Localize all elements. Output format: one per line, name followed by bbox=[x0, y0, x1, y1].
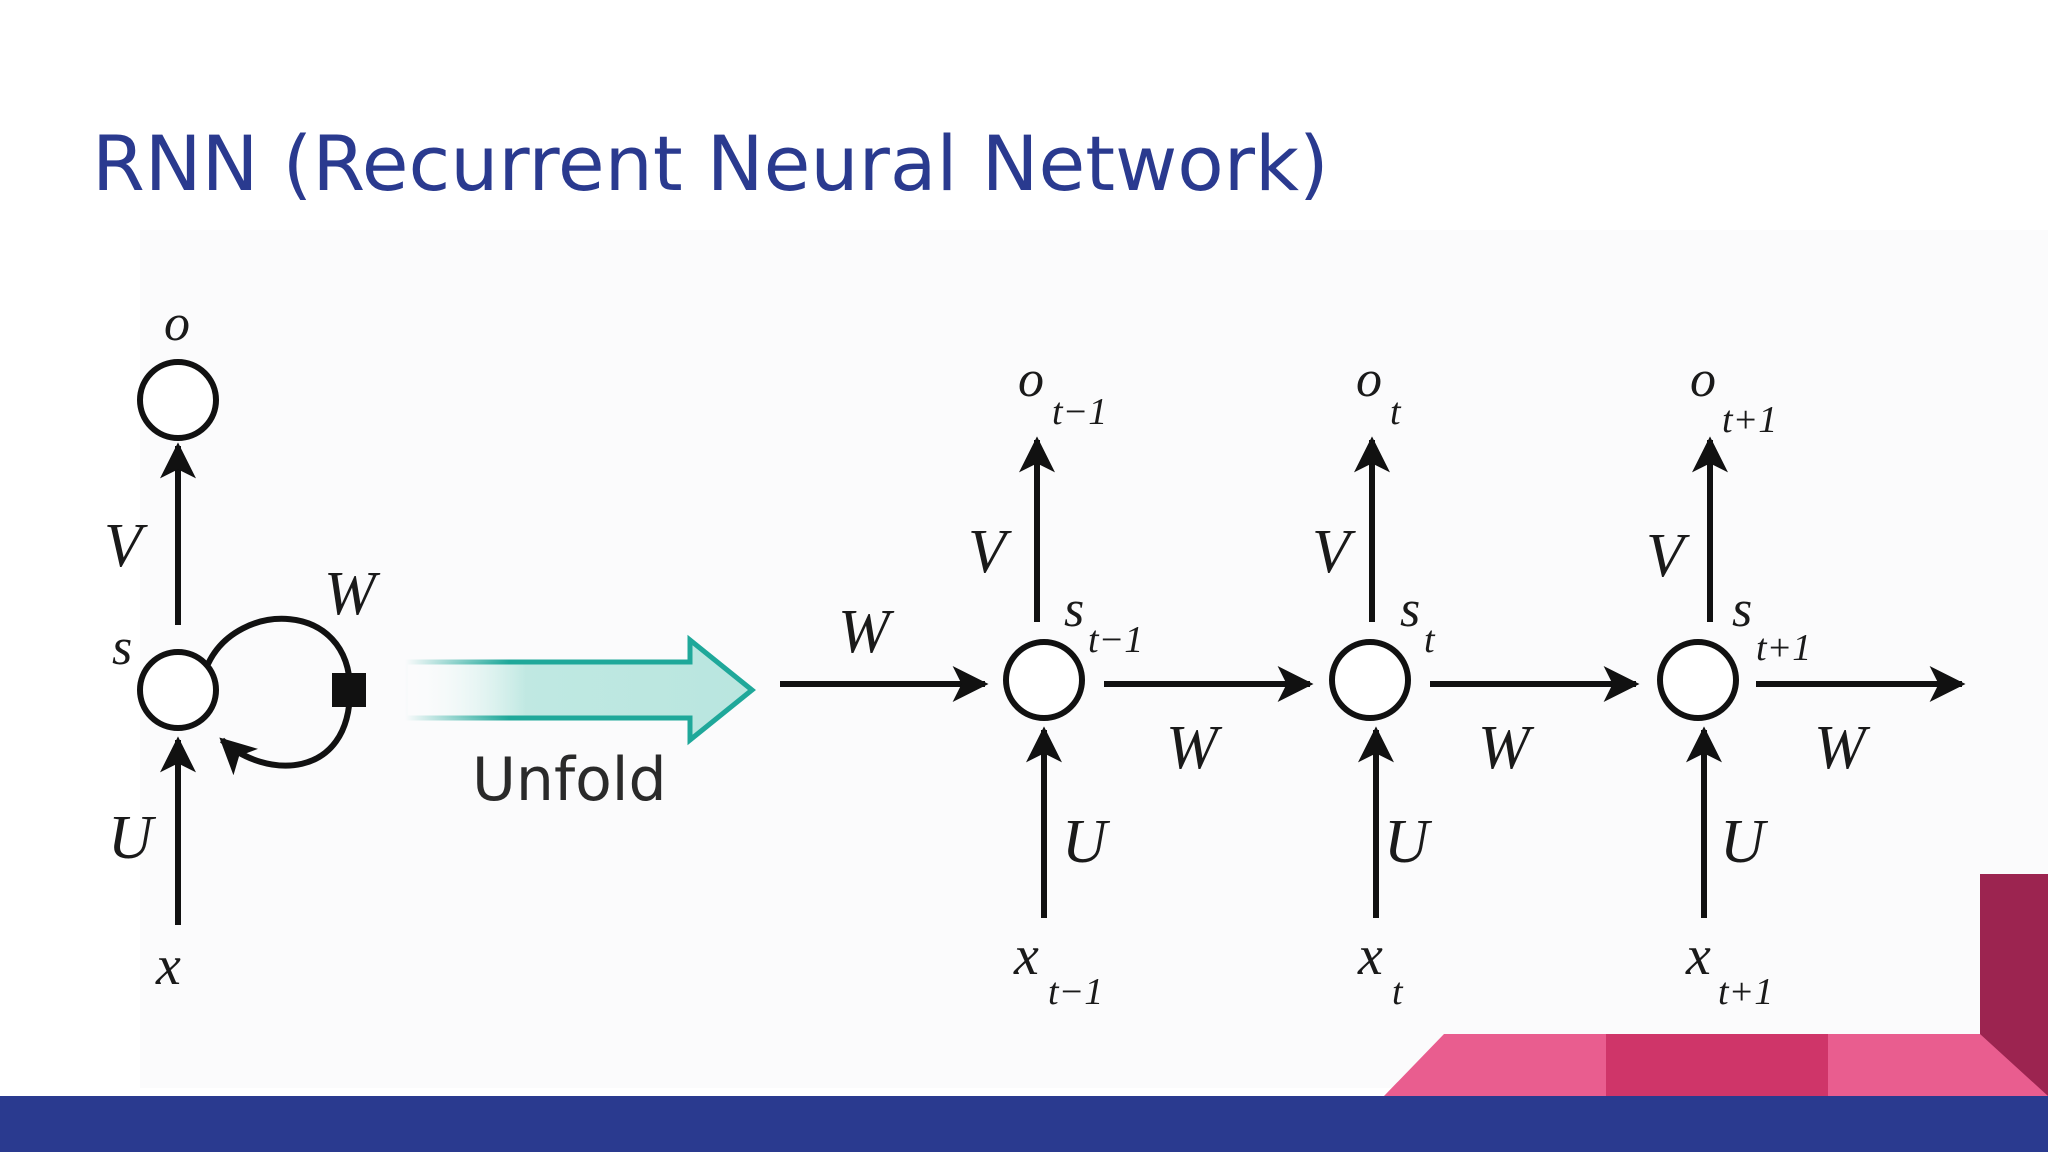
unfold-label: Unfold bbox=[472, 745, 667, 815]
step-2-input-sub: t bbox=[1392, 971, 1404, 1013]
step-2-state-sub: t bbox=[1424, 619, 1436, 661]
slide-title: RNN (Recurrent Neural Network) bbox=[92, 119, 1329, 208]
step-t-plus-1: o t+1 V s t+1 U x t+1 W bbox=[1646, 351, 1966, 1013]
footer-bar bbox=[0, 1096, 2048, 1152]
unfold-arrow: Unfold bbox=[402, 634, 756, 815]
step-3-input-label: x bbox=[1685, 925, 1711, 987]
step-2-input-label: x bbox=[1357, 925, 1383, 987]
step-1-state-node bbox=[1003, 639, 1085, 721]
slide-footer-decoration bbox=[0, 874, 2048, 1152]
step-3-input-sub: t+1 bbox=[1718, 971, 1773, 1013]
step-1-input-sub: t−1 bbox=[1048, 971, 1103, 1013]
folded-recurrent-loop bbox=[205, 615, 354, 776]
step-2-state-node bbox=[1329, 639, 1411, 721]
step-3-state-node bbox=[1657, 639, 1739, 721]
step-2-v-label: V bbox=[1312, 518, 1356, 586]
incoming-w-label: W bbox=[838, 598, 895, 666]
step-1-v-label: V bbox=[968, 518, 1012, 586]
step-3-v-label: V bbox=[1646, 522, 1690, 590]
step-t-minus-1: o t−1 V s t−1 U x t−1 W bbox=[968, 351, 1314, 1013]
folded-state-label: s bbox=[112, 619, 132, 676]
unfolded-rnn: W o t−1 V s t−1 U x t−1 W o t V s t bbox=[780, 351, 1966, 1013]
folded-u-label: U bbox=[108, 804, 157, 872]
step-3-output-label: o bbox=[1690, 351, 1716, 408]
step-2-state-label: s bbox=[1400, 581, 1420, 638]
folded-input-label: x bbox=[155, 935, 181, 997]
step-2-u-label: U bbox=[1384, 808, 1433, 876]
step-3-w-label: W bbox=[1814, 714, 1871, 782]
step-1-state-sub: t−1 bbox=[1088, 619, 1143, 661]
folded-rnn: o V s W U x bbox=[104, 295, 381, 997]
folded-output-node bbox=[137, 359, 219, 441]
folded-v-label: V bbox=[104, 512, 148, 580]
footer-accent-maroon bbox=[1980, 874, 2048, 1096]
step-3-output-sub: t+1 bbox=[1722, 399, 1777, 441]
step-1-w-label: W bbox=[1166, 714, 1223, 782]
step-2-output-label: o bbox=[1356, 351, 1382, 408]
step-t: o t V s t U x t W bbox=[1312, 351, 1640, 1013]
step-1-state-label: s bbox=[1064, 581, 1084, 638]
step-1-output-sub: t−1 bbox=[1052, 391, 1107, 433]
step-1-input-label: x bbox=[1013, 925, 1039, 987]
step-3-state-label: s bbox=[1732, 581, 1752, 638]
folded-state-node bbox=[137, 649, 219, 731]
step-3-u-label: U bbox=[1720, 808, 1769, 876]
folded-output-label: o bbox=[164, 295, 190, 352]
folded-w-label: W bbox=[324, 560, 381, 628]
step-2-output-sub: t bbox=[1390, 391, 1402, 433]
step-2-w-label: W bbox=[1478, 714, 1535, 782]
folded-delay-square bbox=[332, 673, 366, 707]
step-1-output-label: o bbox=[1018, 351, 1044, 408]
unfold-arrow-shape bbox=[402, 634, 756, 746]
step-3-state-sub: t+1 bbox=[1756, 627, 1811, 669]
step-1-u-label: U bbox=[1062, 808, 1111, 876]
footer-accent-magenta bbox=[1606, 1034, 1828, 1096]
